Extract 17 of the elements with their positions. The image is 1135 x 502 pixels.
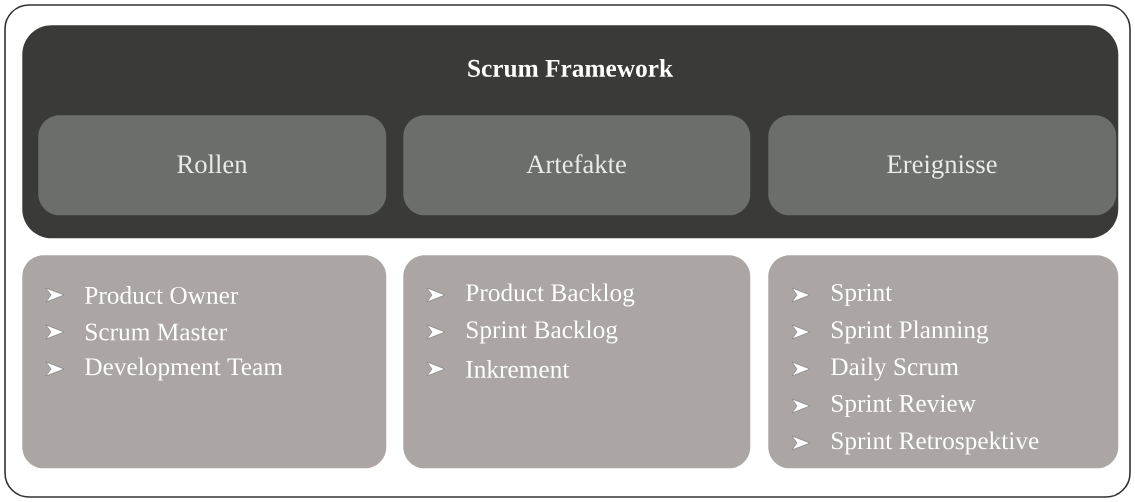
list-item: Sprint Backlog: [466, 320, 618, 344]
list-box: [403, 255, 751, 469]
list-item: Product Backlog: [466, 283, 635, 307]
list-item: Product Owner: [85, 286, 239, 304]
category-box: Artefakte: [403, 115, 751, 216]
list-box: [22, 255, 387, 469]
list-item: Inkrement: [466, 360, 570, 378]
list-item: Scrum Master: [85, 323, 227, 341]
list-item: Sprint Planning: [831, 320, 989, 344]
list-item: Development Team: [85, 357, 283, 381]
category-box: Rollen: [38, 115, 387, 216]
list-item: Sprint Retrospektive: [831, 431, 1039, 455]
list-box: [768, 255, 1119, 469]
list-item: Sprint: [831, 283, 893, 307]
category-box: Ereignisse: [768, 115, 1117, 216]
list-item: Sprint Review: [831, 394, 976, 418]
list-item: Daily Scrum: [831, 357, 959, 381]
